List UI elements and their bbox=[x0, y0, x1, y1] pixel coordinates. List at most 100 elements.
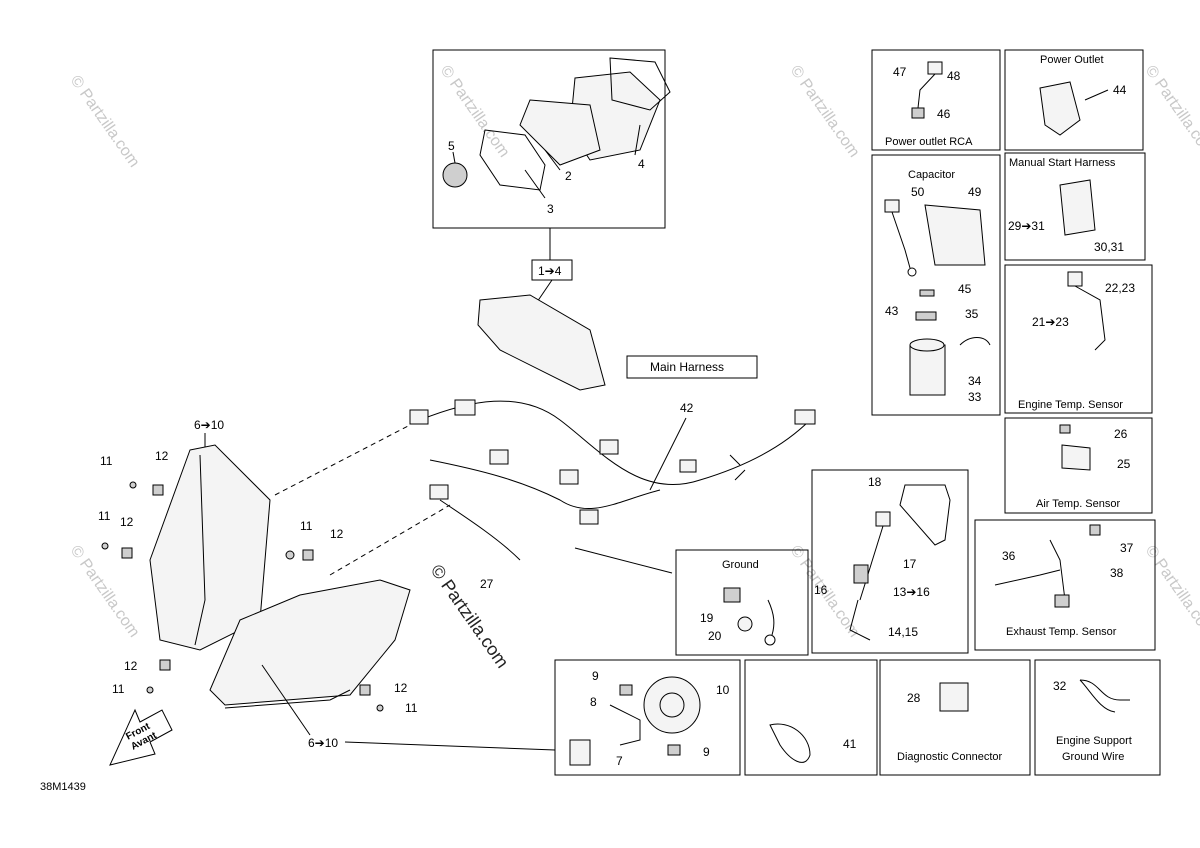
rca-num-48: 48 bbox=[947, 69, 961, 83]
diag-num-28: 28 bbox=[907, 691, 921, 705]
diag-title: Diagnostic Connector bbox=[897, 751, 1003, 763]
strap-num-41: 41 bbox=[843, 737, 857, 751]
cap-num-43: 43 bbox=[885, 304, 899, 318]
engine-support-box bbox=[1034, 659, 1161, 776]
bulb-box bbox=[554, 659, 741, 776]
num-11-b: 11 bbox=[98, 509, 111, 523]
headlight-lens bbox=[209, 579, 411, 706]
num-12-b: 12 bbox=[120, 515, 134, 529]
num-12-d: 12 bbox=[124, 659, 138, 673]
capacitor-box bbox=[871, 154, 1001, 416]
main-harness-title: Main Harness bbox=[650, 360, 724, 374]
air-temp-num-25: 25 bbox=[1117, 457, 1131, 471]
exhaust-num-37: 37 bbox=[1120, 541, 1134, 555]
power-outlet-title: Power Outlet bbox=[1040, 54, 1104, 66]
bulb-num-9a: 9 bbox=[592, 669, 599, 683]
engine-support-group: 32 Engine Support Ground Wire bbox=[1034, 659, 1161, 776]
manual-start-range: 29➔31 bbox=[1008, 219, 1045, 233]
exhaust-temp-box bbox=[974, 519, 1156, 651]
engine-support-num-32: 32 bbox=[1053, 679, 1067, 693]
diag-box bbox=[879, 659, 1031, 776]
num-12-e: 12 bbox=[394, 681, 408, 695]
cap-num-34: 34 bbox=[968, 374, 982, 388]
harness-connector-7 bbox=[599, 439, 619, 455]
cap-num-35: 35 bbox=[965, 307, 979, 321]
cluster-seal bbox=[609, 57, 671, 111]
main-harness-title-box bbox=[626, 355, 758, 379]
bulb-num-8: 8 bbox=[590, 695, 597, 709]
ground-box bbox=[675, 549, 809, 656]
left-range-label: 6➔10 bbox=[194, 418, 224, 432]
exhaust-num-38: 38 bbox=[1110, 566, 1124, 580]
watermark-1: © Partzilla.com bbox=[67, 73, 143, 171]
strap-group: 41 bbox=[744, 659, 878, 776]
cluster-num-3: 3 bbox=[547, 202, 554, 216]
cap-num-49: 49 bbox=[968, 185, 982, 199]
cluster-box bbox=[432, 49, 666, 229]
air-temp-group: 26 25 Air Temp. Sensor bbox=[1004, 417, 1153, 514]
main-harness-num: 42 bbox=[680, 401, 694, 415]
engine-temp-range: 21➔23 bbox=[1032, 315, 1069, 329]
cluster-lens bbox=[519, 99, 601, 166]
cluster-num-4: 4 bbox=[638, 157, 645, 171]
ground-num-20: 20 bbox=[708, 629, 722, 643]
air-temp-box bbox=[1004, 417, 1153, 514]
tether-box bbox=[811, 469, 969, 654]
bulb-group: 9 8 10 9 7 bbox=[554, 659, 741, 776]
cluster-bezel bbox=[479, 129, 546, 191]
engine-support-title-1: Engine Support bbox=[1056, 735, 1132, 747]
capacitor-title: Capacitor bbox=[908, 169, 955, 181]
main-harness-group: Main Harness 42 bbox=[409, 355, 816, 574]
cluster-assembly bbox=[477, 294, 606, 391]
strap-box bbox=[744, 659, 878, 776]
headlight-housing-left bbox=[149, 444, 271, 651]
engine-temp-num: 22,23 bbox=[1105, 281, 1135, 295]
watermark-3: © Partzilla.com bbox=[787, 63, 863, 161]
bulb-num-9b: 9 bbox=[703, 745, 710, 759]
capacitor-group: Capacitor 50 49 45 43 35 34 33 bbox=[871, 154, 1001, 416]
engine-support-title-2: Ground Wire bbox=[1062, 751, 1124, 763]
headlight-left-group: 6➔10 11 12 11 12 12 11 bbox=[98, 418, 411, 696]
manual-start-title: Manual Start Harness bbox=[1009, 157, 1116, 169]
exhaust-title: Exhaust Temp. Sensor bbox=[1006, 626, 1117, 638]
tether-range-b: 14,15 bbox=[888, 625, 918, 639]
watermark-4: © Partzilla.com bbox=[1142, 63, 1200, 161]
bulb-num-10: 10 bbox=[716, 683, 730, 697]
watermark-7: © Partzilla.com bbox=[1142, 543, 1200, 641]
manual-start-num: 30,31 bbox=[1094, 240, 1124, 254]
num-11-a: 11 bbox=[100, 454, 113, 468]
ground-group: Ground 19 20 bbox=[675, 549, 809, 656]
num-11-d: 11 bbox=[112, 682, 125, 696]
num-12-a: 12 bbox=[155, 449, 169, 463]
harness-connector-9 bbox=[794, 409, 816, 425]
rca-num-46: 46 bbox=[937, 107, 951, 121]
harness-connector-6 bbox=[579, 509, 599, 525]
power-outlet-box bbox=[1004, 49, 1144, 151]
ground-num-19: 19 bbox=[700, 611, 714, 625]
front-arrow: Front Avant bbox=[109, 708, 173, 766]
cap-num-33: 33 bbox=[968, 390, 982, 404]
cluster-gauge-icon bbox=[442, 162, 468, 188]
num-27: 27 bbox=[480, 577, 494, 591]
exhaust-temp-group: 36 37 38 Exhaust Temp. Sensor bbox=[974, 519, 1156, 651]
harness-connector-3 bbox=[489, 449, 509, 465]
tether-group: 18 17 16 13➔16 14,15 bbox=[811, 469, 969, 654]
power-outlet-num-44: 44 bbox=[1113, 83, 1127, 97]
air-temp-title: Air Temp. Sensor bbox=[1036, 498, 1121, 510]
power-rca-group: 47 48 46 Power outlet RCA bbox=[871, 49, 1001, 151]
tether-num-17: 17 bbox=[903, 557, 917, 571]
engine-temp-title: Engine Temp. Sensor bbox=[1018, 399, 1123, 411]
cluster-num-5: 5 bbox=[448, 139, 455, 153]
tether-range-a: 13➔16 bbox=[893, 585, 930, 599]
harness-connector-8 bbox=[679, 459, 697, 473]
engine-temp-box bbox=[1004, 264, 1153, 414]
cap-num-50: 50 bbox=[911, 185, 925, 199]
num-11-e: 11 bbox=[405, 701, 418, 715]
tether-num-16: 16 bbox=[814, 583, 828, 597]
exhaust-num-36: 36 bbox=[1002, 549, 1016, 563]
center-watermark: © Partzilla.com bbox=[427, 561, 513, 672]
num-12-c: 12 bbox=[330, 527, 344, 541]
ground-title: Ground bbox=[722, 559, 759, 571]
air-temp-num-26: 26 bbox=[1114, 427, 1128, 441]
